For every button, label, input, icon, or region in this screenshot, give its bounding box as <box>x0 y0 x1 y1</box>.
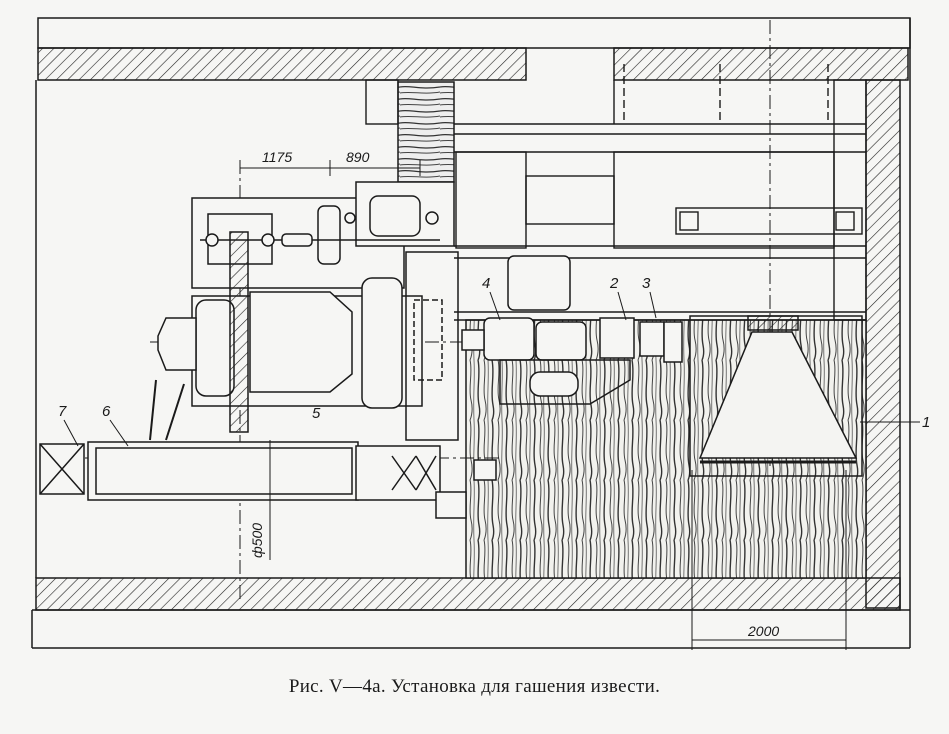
dimension-texts: 1175 890 ф500 2000 <box>249 149 779 639</box>
dim-2000: 2000 <box>747 623 779 639</box>
walls <box>35 47 909 611</box>
slaking-drum <box>149 231 423 441</box>
label-2: 2 <box>609 275 619 292</box>
label-3: 3 <box>642 275 651 292</box>
label-4: 4 <box>482 275 490 292</box>
part-numbers: 1 2 3 4 5 6 7 <box>58 275 930 431</box>
label-1: 1 <box>922 414 930 431</box>
screw-conveyor <box>39 440 497 560</box>
dimension-lines <box>240 160 847 650</box>
leader-lines <box>63 291 920 447</box>
cone-hopper <box>689 315 863 477</box>
figure-caption: Рис. V—4а. Установка для гашения извести… <box>288 676 661 697</box>
dim-890: 890 <box>346 149 370 165</box>
label-6: 6 <box>102 403 111 420</box>
label-5: 5 <box>312 405 321 422</box>
lime-slaking-plant-drawing: 1175 890 ф500 2000 1 2 3 4 5 6 7 <box>31 17 930 650</box>
label-7: 7 <box>58 403 67 420</box>
chute <box>405 251 459 441</box>
dim-1175: 1175 <box>262 149 292 165</box>
pump-unit <box>461 255 683 405</box>
dim-diameter: ф500 <box>249 523 265 558</box>
